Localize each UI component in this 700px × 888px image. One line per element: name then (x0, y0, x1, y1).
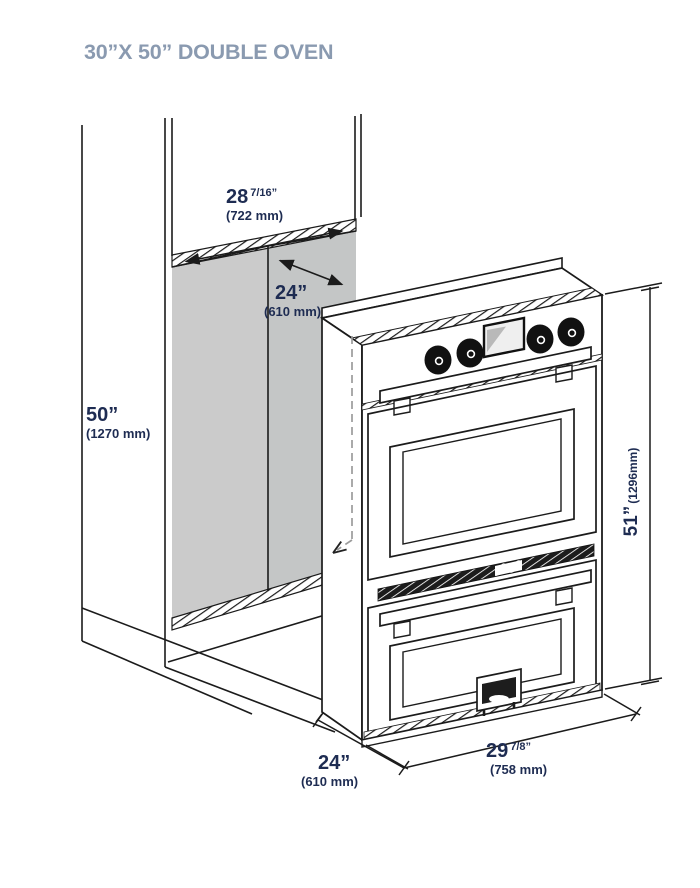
page-title: 30”X 50” DOUBLE OVEN (84, 40, 334, 64)
control-knobs (424, 317, 585, 375)
lower-oven (363, 558, 601, 740)
dimension-fraction: 7/8” (510, 741, 532, 753)
dimension-value: 28 (226, 186, 249, 208)
dimension-metric: (758 mm) (490, 762, 548, 778)
knob-icon (456, 338, 484, 368)
knob-highlights (434, 328, 577, 366)
knob-icon (424, 345, 452, 375)
lower-door-handle (379, 568, 592, 628)
lower-door-window-inner (402, 618, 562, 708)
display-shine (487, 326, 506, 352)
dimension-metric: (1296mm) (626, 447, 640, 504)
knob-icon (526, 324, 554, 354)
middle-vent-band (377, 543, 595, 602)
dimension-metric: (610 mm) (264, 304, 322, 320)
dimension-value: 24” (318, 752, 351, 774)
upper-door-outline (367, 364, 597, 582)
oven-body (319, 257, 605, 748)
knob-icon (557, 317, 585, 347)
cabinet-outline (81, 114, 362, 733)
insert-direction-arrow-icon (332, 541, 347, 554)
oven-left-side (321, 316, 363, 742)
oven-depth-dimension: 24” (610 mm) (301, 752, 358, 790)
upper-oven (367, 345, 597, 582)
display-screen (482, 316, 526, 359)
middle-vent (377, 543, 595, 602)
handle-post (393, 620, 411, 639)
upper-door-window-outer (389, 407, 575, 559)
dimension-value: 24” (275, 282, 308, 304)
dimension-value: 50” (86, 404, 119, 426)
dimension-lines (184, 227, 663, 776)
oven-top-vent-hatch (350, 287, 604, 346)
dimension-metric: (722 mm) (226, 208, 284, 224)
hidden-edge-dashed-line (332, 336, 353, 554)
opening-width-arrows (184, 227, 344, 265)
dimension-value: 29 (486, 740, 509, 762)
dimension-fraction: 7/16” (250, 187, 278, 199)
handle-post (555, 587, 573, 606)
middle-vent-gap (495, 560, 522, 576)
niche-left-wall (172, 246, 268, 618)
oven-height-dimension: 51”(1296mm) (621, 429, 645, 555)
upper-door-window-inner (402, 418, 562, 545)
bottom-vent-arc (489, 695, 509, 703)
dimension-metric: (1270 mm) (86, 426, 151, 442)
lower-door-window-outer (389, 606, 575, 722)
cabinet-height-dimension: 50” (1270 mm) (86, 404, 150, 442)
opening-depth-arrows (278, 259, 344, 286)
upper-door-handle (379, 345, 592, 405)
opening-depth-dimension: 24” (610 mm) (264, 282, 321, 320)
dimension-value: 51” (621, 505, 642, 537)
dimension-metric: (610 mm) (301, 774, 359, 790)
